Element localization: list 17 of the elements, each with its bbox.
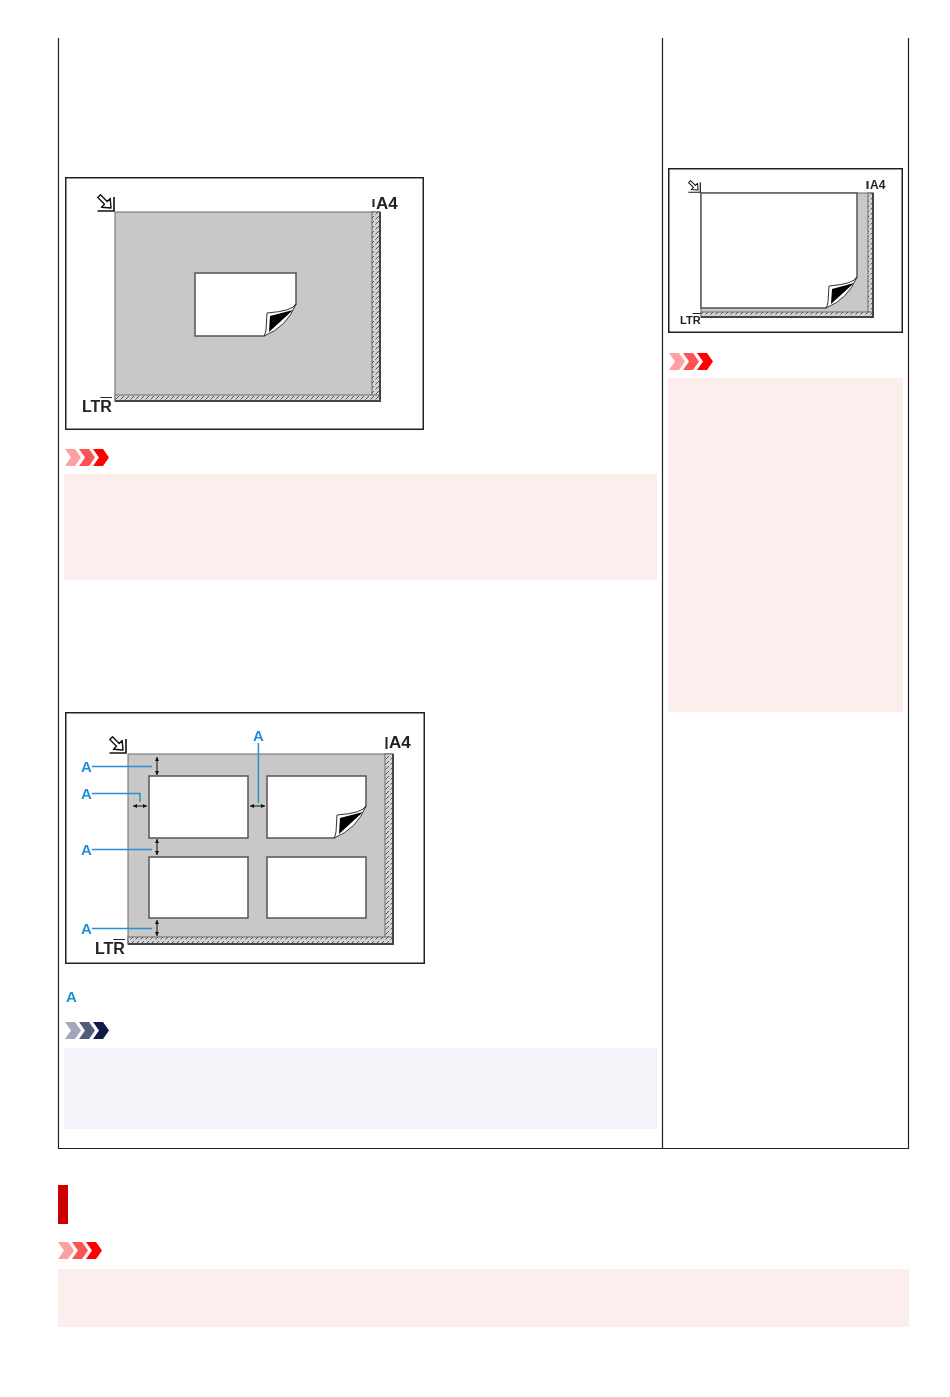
leader-line [91, 848, 153, 851]
paper-size-mark: LTR [95, 941, 125, 957]
callout-letter: A [81, 842, 92, 857]
paper-size-mark: A4 [376, 195, 398, 212]
leader-line [257, 742, 260, 804]
paper-size-mark: A4 [389, 734, 411, 751]
leader-line [91, 927, 153, 930]
paper-size-mark: LTR [82, 399, 112, 415]
callout-letter: A [253, 728, 264, 743]
callout-letter: A [81, 759, 92, 774]
leader-line [91, 792, 141, 803]
callout-letter: A [81, 921, 92, 936]
paper-size-mark: LTR [680, 315, 701, 326]
callout-letter: A [66, 989, 77, 1004]
leader-line [91, 765, 153, 768]
callout-letter: A [81, 786, 92, 801]
paper-size-mark: A4 [870, 179, 886, 191]
